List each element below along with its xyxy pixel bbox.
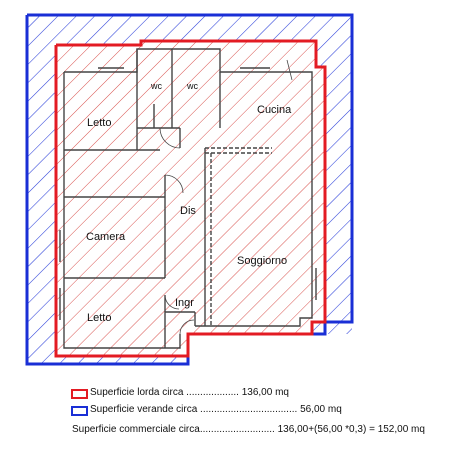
- legend-lorda-text: Superficie lorda circa .................…: [90, 387, 289, 398]
- room-label-letto-bottom: Letto: [87, 312, 111, 324]
- room-label-wc-left: wc: [150, 81, 162, 91]
- legend-swatch-red: [71, 389, 88, 399]
- room-label-ingr: Ingr: [175, 297, 194, 309]
- room-label-camera: Camera: [86, 231, 126, 243]
- room-label-dis: Dis: [180, 205, 196, 217]
- room-label-letto-top: Letto: [87, 117, 111, 129]
- veranda-cutout: [188, 334, 352, 372]
- veranda-outline: [25, 13, 354, 366]
- legend-commerciale-text: Superficie commerciale circa............…: [72, 424, 425, 435]
- room-label-wc-right: wc: [186, 81, 198, 91]
- room-label-soggiorno: Soggiorno: [237, 255, 287, 267]
- legend-swatch-blue: [71, 406, 88, 416]
- floor-plan: Letto wc wc Cucina Dis Camera Soggiorno …: [25, 13, 354, 372]
- room-label-cucina: Cucina: [257, 104, 292, 116]
- legend-verande-text: Superficie verande circa ...............…: [90, 404, 342, 415]
- interior-walls: [59, 48, 317, 349]
- apartment-outline: [54, 39, 327, 358]
- door-swings: [159, 59, 293, 335]
